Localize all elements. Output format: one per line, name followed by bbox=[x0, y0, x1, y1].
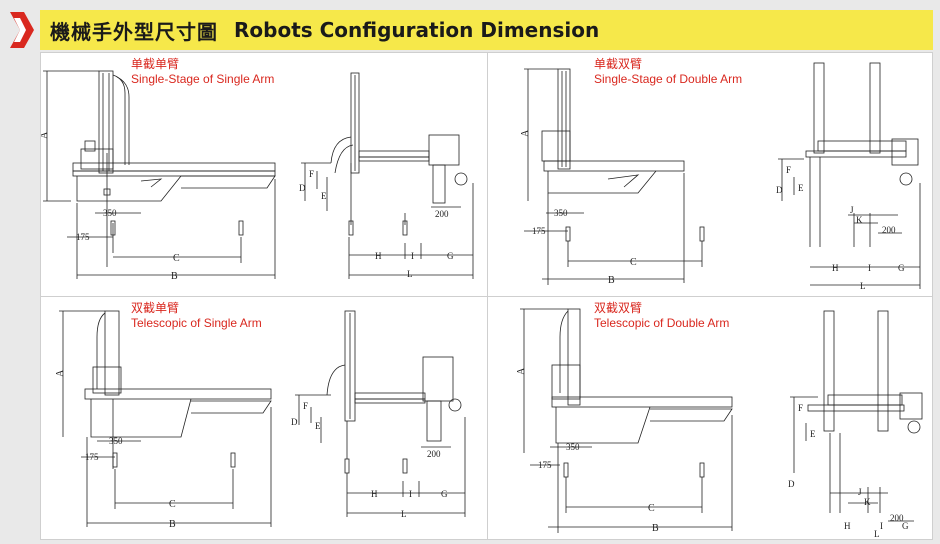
dim-b-label: B bbox=[652, 523, 659, 534]
panel-caption: 单截单臂 Single-Stage of Single Arm bbox=[131, 57, 274, 87]
dim-g-label: G bbox=[441, 489, 448, 499]
dim-g-label: G bbox=[902, 521, 909, 531]
dim-350-label: 350 bbox=[103, 208, 117, 218]
title-bar: 機械手外型尺寸圖 Robots Configuration Dimension bbox=[40, 10, 933, 50]
dim-175-label: 175 bbox=[85, 452, 99, 462]
dim-b-label: B bbox=[171, 271, 178, 282]
grid-divider-horizontal bbox=[41, 296, 932, 297]
caption-en: Single-Stage of Single Arm bbox=[131, 72, 275, 86]
dim-e-label: E bbox=[798, 183, 804, 193]
dim-b-label: B bbox=[608, 275, 615, 286]
dim-e-label: E bbox=[810, 429, 816, 439]
dim-h-label: H bbox=[375, 251, 382, 261]
dim-c-label: C bbox=[173, 253, 180, 264]
drawing-single-stage-single-arm: A 350 175 C B bbox=[41, 70, 474, 282]
dim-l-label: L bbox=[401, 509, 407, 519]
chevron-right-icon bbox=[10, 12, 34, 48]
dim-g-label: G bbox=[898, 263, 905, 273]
caption-cn: 双截单臂 bbox=[131, 301, 180, 315]
dim-200-label: 200 bbox=[427, 449, 441, 459]
dim-k-label: K bbox=[864, 497, 871, 507]
dim-i-label: I bbox=[409, 489, 412, 499]
dim-h-label: H bbox=[844, 521, 851, 531]
panel-caption: 双截单臂 Telescopic of Single Arm bbox=[131, 301, 262, 331]
dim-b-label: B bbox=[169, 519, 176, 530]
panel-caption: 单截双臂 Single-Stage of Double Arm bbox=[594, 57, 742, 87]
dim-e-label: E bbox=[321, 191, 327, 201]
dim-f-label: F bbox=[303, 401, 308, 411]
page-title-en: Robots Configuration Dimension bbox=[234, 18, 600, 42]
dim-175-label: 175 bbox=[76, 232, 90, 242]
dim-j-label: J bbox=[850, 205, 854, 215]
caption-cn: 双截双臂 bbox=[594, 301, 643, 315]
panel-telescopic-double-arm: 双截双臂 Telescopic of Double Arm A 350 175 bbox=[488, 297, 934, 540]
drawing-telescopic-double-arm: A 350 175 C B F D E J bbox=[516, 308, 923, 539]
dim-c-label: C bbox=[169, 499, 176, 510]
caption-cn: 单截双臂 bbox=[594, 57, 643, 71]
dim-f-label: F bbox=[786, 165, 791, 175]
dim-f-label: F bbox=[798, 403, 803, 413]
caption-en: Single-Stage of Double Arm bbox=[594, 72, 743, 86]
dim-a-label: A bbox=[520, 129, 531, 137]
dim-i-label: I bbox=[411, 251, 414, 261]
dim-a-label: A bbox=[55, 369, 66, 377]
dim-f-label: F bbox=[309, 169, 314, 179]
dim-350-label: 350 bbox=[566, 442, 580, 452]
dim-350-label: 350 bbox=[554, 208, 568, 218]
dim-i-label: I bbox=[880, 521, 883, 531]
dim-d-label: D bbox=[299, 183, 306, 193]
dim-175-label: 175 bbox=[538, 460, 552, 470]
dim-200-label: 200 bbox=[890, 513, 904, 523]
dim-h-label: H bbox=[371, 489, 378, 499]
dim-200-label: 200 bbox=[882, 225, 896, 235]
panel-single-stage-single-arm: 单截单臂 Single-Stage of Single Arm bbox=[41, 53, 487, 296]
dim-175-label: 175 bbox=[532, 226, 546, 236]
dim-d-label: D bbox=[788, 479, 795, 489]
dim-i-label: I bbox=[868, 263, 871, 273]
panel-caption: 双截双臂 Telescopic of Double Arm bbox=[594, 301, 729, 331]
dim-h-label: H bbox=[832, 263, 839, 273]
dim-c-label: C bbox=[630, 257, 637, 268]
drawing-telescopic-single-arm: A 350 175 C B bbox=[55, 310, 466, 530]
page-title-cn: 機械手外型尺寸圖 bbox=[50, 19, 218, 44]
dim-c-label: C bbox=[648, 503, 655, 514]
dim-k-label: K bbox=[856, 215, 863, 225]
panel-single-stage-double-arm: 单截双臂 Single-Stage of Double Arm A 350 bbox=[488, 53, 934, 296]
dim-d-label: D bbox=[291, 417, 298, 427]
dim-l-label: L bbox=[860, 281, 866, 291]
caption-cn: 单截单臂 bbox=[131, 57, 180, 71]
panel-telescopic-single-arm: 双截单臂 Telescopic of Single Arm A 350 bbox=[41, 297, 487, 540]
dim-l-label: L bbox=[407, 269, 413, 279]
dim-l-label: L bbox=[874, 529, 880, 539]
dim-200-label: 200 bbox=[435, 209, 449, 219]
caption-en: Telescopic of Double Arm bbox=[594, 316, 730, 330]
caption-en: Telescopic of Single Arm bbox=[131, 316, 262, 330]
header: 機械手外型尺寸圖 Robots Configuration Dimension bbox=[0, 10, 940, 50]
diagram-grid: 单截单臂 Single-Stage of Single Arm bbox=[40, 52, 933, 540]
dim-j-label: J bbox=[858, 487, 862, 497]
dim-350-label: 350 bbox=[109, 436, 123, 446]
dim-a-label: A bbox=[41, 131, 50, 139]
dim-a-label: A bbox=[516, 367, 527, 375]
drawing-single-stage-double-arm: A 350 175 C B F D bbox=[520, 62, 921, 291]
dim-g-label: G bbox=[447, 251, 454, 261]
dim-e-label: E bbox=[315, 421, 321, 431]
dim-d-label: D bbox=[776, 185, 783, 195]
